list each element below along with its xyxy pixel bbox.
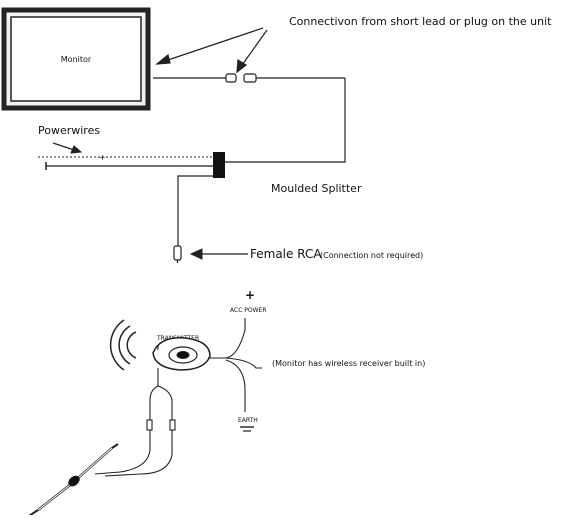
arrow-to-monitor (161, 27, 264, 63)
earth-label: EARTH (238, 417, 258, 424)
lead-segment-upper-inner (77, 447, 113, 479)
camera-loop-wires (94, 385, 176, 477)
arrow-to-plug (239, 29, 268, 69)
plug-female (243, 73, 257, 83)
rca-lead-wire (177, 175, 213, 246)
rca-arrow (189, 248, 248, 260)
transmitter-wires (157, 318, 262, 412)
loop-right-bottom (104, 430, 173, 477)
monitor-lead (153, 73, 346, 163)
connector-left (146, 419, 153, 431)
lead-joint (68, 475, 80, 487)
monitor-screen (10, 16, 142, 102)
powerwires-arrowhead (70, 145, 83, 154)
transmitter-button (157, 341, 163, 351)
earth-symbol (240, 426, 254, 432)
monitor: Monitor (1, 7, 151, 111)
moulded-splitter (213, 152, 225, 178)
powerwire-plus-label: + (99, 153, 106, 162)
female-rca-connector (173, 245, 182, 261)
connection-not-required-label: (Connection not required) (320, 251, 423, 260)
transmitter-core (176, 351, 190, 359)
lead-tip (111, 443, 119, 449)
acc-plus-label: + (245, 288, 255, 302)
moulded-splitter-label: Moulded Splitter (271, 182, 362, 195)
wireless-note-label: (Monitor has wireless receiver built in) (272, 359, 425, 368)
loop-left-bottom (94, 430, 151, 475)
powerwires (38, 142, 214, 170)
connector-right (169, 419, 176, 431)
signal-wave-2 (118, 325, 131, 365)
lead-to-splitter (224, 78, 346, 163)
transmitter (109, 319, 211, 371)
rca-lead (173, 175, 213, 263)
receiver-wire (225, 357, 262, 369)
plug-male (225, 73, 237, 83)
earth-wire (225, 359, 246, 412)
rca-arrowhead (189, 248, 203, 260)
lead-segment-lower-inner (37, 484, 71, 511)
arrowhead-monitor (155, 53, 171, 65)
lead-tail (25, 509, 39, 519)
signal-wave-1 (126, 331, 137, 359)
connection-arrows (155, 27, 268, 74)
loop-right-top (157, 385, 173, 420)
acc-power-wire (225, 318, 246, 359)
female-rca-label: Female RCA (250, 247, 322, 261)
connection-note-label: Connectivon from short lead or plug on t… (289, 15, 552, 28)
acc-power-label: ACC POWER (230, 307, 267, 314)
arrowhead-plug (236, 58, 248, 74)
signal-wave-3 (109, 319, 125, 371)
monitor-label: Monitor (61, 55, 92, 64)
loop-left-top (149, 385, 159, 420)
reverse-camera-lead (25, 443, 119, 519)
powerwires-label: Powerwires (38, 124, 100, 137)
